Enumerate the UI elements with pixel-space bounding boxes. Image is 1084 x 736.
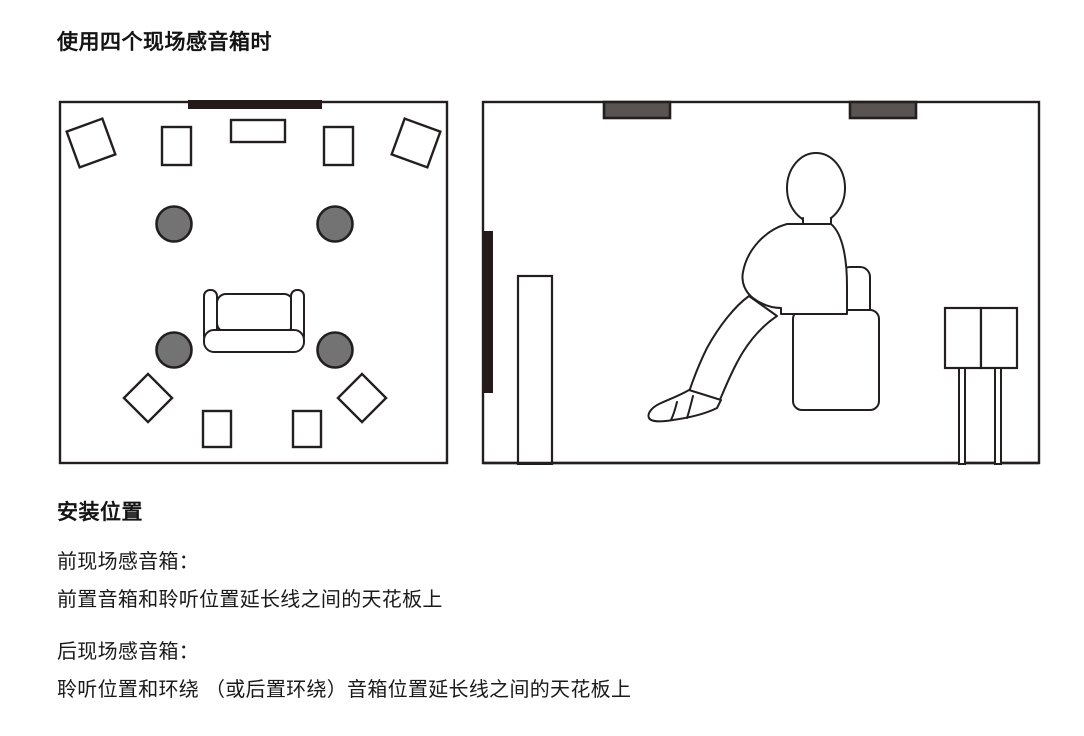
page-title: 使用四个现场感音箱时 [57,31,272,54]
front-presence-speaker-description: 前置音箱和聆听位置延长线之间的天花板上 [57,589,443,611]
room-side-view-diagram [481,100,1041,465]
rear-presence-right-speaker-icon [316,331,354,369]
seated-listener-icon [647,152,880,423]
surround-speaker-on-stand-icon [943,306,1019,465]
surround-back-right-speaker-icon [336,372,388,424]
front-presence-left-speaker-icon [155,205,193,243]
surround-back-left-speaker-icon [122,372,174,424]
room-boundary [58,100,449,465]
center-speaker-icon [229,118,287,144]
surround-left-speaker-icon [201,409,233,449]
wall-television-icon [483,231,493,393]
surround-right-speaker-icon [291,409,323,449]
rear-presence-left-speaker-icon [155,331,193,369]
front-presence-ceiling-speaker-icon [602,100,672,120]
rear-presence-speaker-label: 后现场感音箱： [57,641,200,663]
front-presence-speaker-label: 前现场感音箱： [57,551,200,573]
sofa-top-view-icon [203,289,305,353]
television-icon [188,100,322,109]
front-wide-right-speaker-icon [390,117,442,169]
front-right-speaker-icon [322,125,355,167]
rear-presence-ceiling-speaker-icon [848,100,918,120]
room-top-view-diagram [58,100,449,465]
front-wide-left-speaker-icon [65,117,117,169]
rear-presence-speaker-description: 聆听位置和环绕 （或后置环绕）音箱位置延长线之间的天花板上 [57,679,632,701]
front-speaker-icon [516,274,554,465]
installation-position-heading: 安装位置 [57,501,143,524]
front-presence-right-speaker-icon [316,205,354,243]
front-left-speaker-icon [160,125,193,167]
